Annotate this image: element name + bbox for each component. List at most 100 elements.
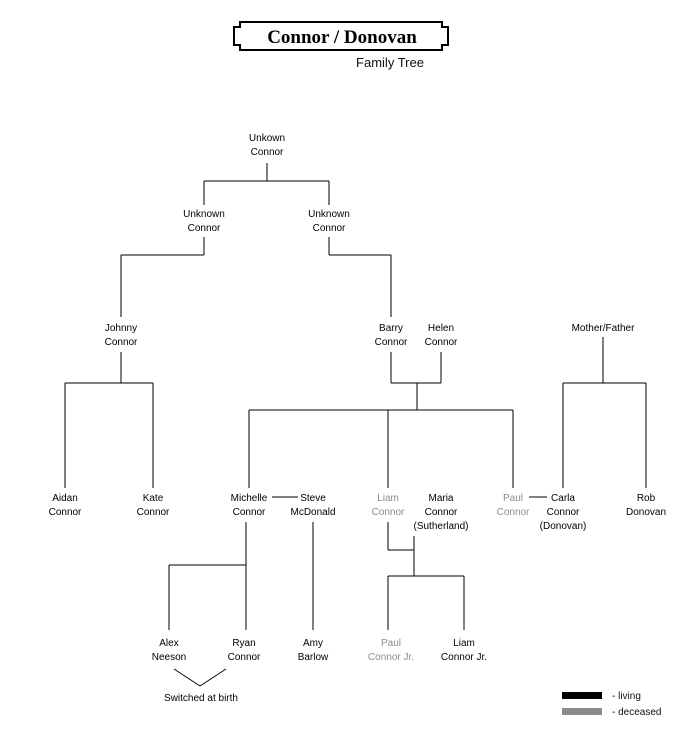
person-name-line: Neeson [152,652,186,663]
person-name-line: Steve [300,493,326,504]
person-mother-father: Mother/Father [572,323,635,334]
person-name-line: Connor [49,507,82,518]
person-name-line: (Sutherland) [413,521,468,532]
person-name-line: (Donovan) [540,521,587,532]
person-name-line: Maria [428,493,453,504]
person-name-line: Connor [228,652,261,663]
person-name-line: Amy [303,638,323,649]
person-name-line: Connor [425,507,458,518]
title-frame [233,21,449,51]
person-name-line: Connor [372,507,405,518]
person-name-line: Connor [105,337,138,348]
person-name-line: Liam [453,638,475,649]
switched-at-birth-label: Switched at birth [164,693,238,704]
person-name-line: Aidan [52,493,78,504]
person-name-line: Johnny [105,323,137,334]
person-name-line: Connor [547,507,580,518]
person-name-line: Connor [233,507,266,518]
person-name-line: McDonald [290,507,335,518]
person-name-line: Ryan [232,638,255,649]
person-name-line: Connor [425,337,458,348]
person-name-line: Connor [137,507,170,518]
person-name-line: Connor [375,337,408,348]
page-title: Connor / Donovan [267,27,417,48]
legend-living-label: - living [612,691,641,702]
switched-link-line [173,668,201,687]
person-name-line: Paul [381,638,401,649]
person-name-line: Unkown [249,133,285,144]
person-name-line: Unknown [183,209,225,220]
legend-deceased-label: - deceased [612,707,661,718]
person-name-line: Rob [637,493,656,504]
person-name-line: Connor [497,507,530,518]
person-name-line: Connor Jr. [368,652,414,663]
person-name-line: Barry [379,323,403,334]
person-name-line: Alex [159,638,178,649]
person-name-line: Paul [503,493,523,504]
legend-deceased-swatch [562,708,602,715]
title-plaque: Connor / Donovan [233,21,449,51]
person-name-line: Kate [143,493,164,504]
person-name-line: Connor [251,147,284,158]
legend-living-swatch [562,692,602,699]
person-name-line: Connor [188,223,221,234]
person-name-line: Michelle [231,493,268,504]
connector-lines [64,163,647,687]
person-name-line: Unknown [308,209,350,220]
person-name-line: Barlow [298,652,329,663]
switched-link-line [199,668,227,687]
person-name-label: Mother/Father [572,323,635,334]
person-name-line: Carla [551,493,575,504]
person-name-line: Liam [377,493,399,504]
person-name-line: Donovan [626,507,666,518]
person-name-line: Connor [313,223,346,234]
person-name-line: Connor Jr. [441,652,487,663]
legend: - living - deceased [562,691,661,718]
page-subtitle: Family Tree [356,55,424,70]
person-name-line: Helen [428,323,454,334]
person-name-line: Mother/Father [572,323,635,334]
